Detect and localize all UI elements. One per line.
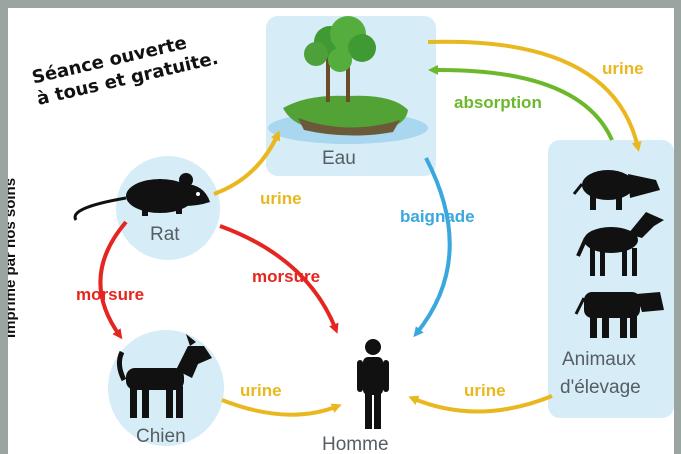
edge-label-chien-homme: urine xyxy=(240,381,282,400)
arrow-eau-homme xyxy=(416,158,450,334)
eau-label: Eau xyxy=(322,148,356,169)
animaux-label-line2: d'élevage xyxy=(560,377,641,398)
chien-label: Chien xyxy=(136,426,186,447)
arrow-chien-homme xyxy=(222,400,338,415)
edge-label-eau-homme: baignade xyxy=(400,207,475,226)
edge-label-rat-homme: morsure xyxy=(252,267,320,286)
edge-label-animaux-homme: urine xyxy=(464,381,506,400)
side-note: Imprimé par nos soins xyxy=(8,78,19,338)
rat-label: Rat xyxy=(150,224,180,245)
diagram-frame: Eau Rat Chien Homme Animaux d'élevage ur… xyxy=(8,8,674,454)
edge-label-rat-eau: urine xyxy=(260,189,302,208)
edge-label-eau-animaux: urine xyxy=(602,59,644,78)
animaux-label-line1: Animaux xyxy=(562,349,636,370)
human-icon xyxy=(357,339,389,429)
edge-label-animaux-eau: absorption xyxy=(454,93,542,112)
edge-label-rat-chien: morsure xyxy=(76,285,144,304)
arrow-rat-chien xyxy=(100,222,126,336)
homme-label: Homme xyxy=(322,434,389,454)
